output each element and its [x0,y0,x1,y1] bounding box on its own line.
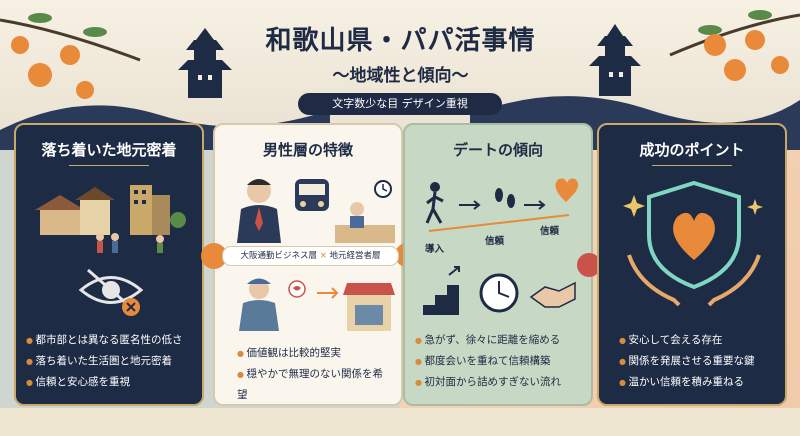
orange-icon [771,56,789,74]
orange-icon [724,59,746,81]
date-progress-icon [425,178,579,232]
chip-separator: × [319,251,327,261]
list-item: 初対面から詰めすぎない流れ [415,372,583,393]
shield-heart-icon [623,180,763,307]
date-bottom-icons [423,266,576,315]
card-bullets: 都市部とは異なる匿名性の低さ 落ち着いた生活圏と地元密着 信頼と安心感を重視 [26,330,194,393]
card-success: 成功のポイント 安心して会える存在 関係を発展させる重要な鍵 温かい信頼を積み重… [597,123,787,406]
sparkle-icon [747,199,763,215]
card-title: デートの傾向 [452,141,543,159]
orange-icon [76,81,94,99]
chip-left: 大阪通勤ビジネス層 [240,251,317,261]
orange-branch-left [0,13,141,99]
stairs-icon [423,285,459,315]
segment-chip: 大阪通勤ビジネス層 × 地元経営者層 [222,246,399,266]
list-item: 価値観は比較的堅実 [237,343,393,364]
bottom-band [0,408,800,436]
heart-icon [673,212,715,260]
castle-icon [178,28,232,98]
card-title: 落ち着いた地元密着 [16,139,202,166]
list-item: 落ち着いた生活圏と地元密着 [26,351,194,372]
castle-icon [589,24,641,96]
chip-right: 地元経営者層 [329,251,381,261]
sparkle-icon [623,195,645,217]
men-scene-top [237,179,395,243]
card-bullets: 急がず、徐々に距離を縮める 都度会いを重ねて信頼構築 初対面から詰めすぎない流れ [415,330,583,393]
men-scene-bottom [239,278,395,331]
walker-icon [430,182,440,192]
orange-icon [28,63,52,87]
businessman-icon [237,179,281,243]
town-icon [35,185,186,253]
list-item: 都度会いを重ねて信頼構築 [415,351,583,372]
heart-icon [555,178,579,202]
card-bullets: 価値観は比較的堅実 穏やかで無理のない関係を希望 [237,343,393,405]
footprints-icon [495,188,503,202]
list-item: 温かい信頼を積み重ねる [619,372,777,393]
shopkeeper-icon [239,278,279,331]
list-item: 関係を発展させる重要な鍵 [619,351,777,372]
list-item: 急がず、徐々に距離を縮める [415,330,583,351]
card-local: 落ち着いた地元密着 都市部とは異なる匿名性の低さ 落ち着いた生活圏と地元密着 信… [14,123,204,406]
design-note-pill: 文字数少な目 デザイン重視 [298,93,502,115]
card-title: 成功のポイント [599,139,785,166]
list-item: 安心して会える存在 [619,330,777,351]
list-item: 都市部とは異なる匿名性の低さ [26,330,194,351]
orange-icon [745,30,765,50]
card-title: 男性層の特徴 [262,141,353,159]
step-label: 信頼 [540,226,560,237]
orange-icon [60,45,80,65]
hands-icon [627,254,681,307]
list-item: 信頼と安心感を重視 [26,372,194,393]
orange-icon [704,34,726,56]
card-dates: デートの傾向 導入 信頼 信頼 急がず、徐々に距離を縮める 都度会いを重ねて信頼… [403,123,601,406]
page-title: 和歌山県・パパ活事情 [265,26,536,56]
step-label: 信頼 [485,236,505,247]
eye-slash-icon [78,268,144,316]
title-block: 和歌山県・パパ活事情 〜地域性と傾向〜 [248,14,553,110]
step-label: 導入 [425,244,445,255]
list-item: 穏やかで無理のない関係を希望 [237,364,393,405]
orange-icon [11,36,29,54]
card-bullets: 安心して会える存在 関係を発展させる重要な鍵 温かい信頼を積み重ねる [619,330,777,393]
handshake-icon [529,281,576,308]
shop-icon [343,283,395,331]
train-icon [295,179,329,211]
orange-branch-right [669,10,800,81]
page-subtitle: 〜地域性と傾向〜 [332,66,469,86]
